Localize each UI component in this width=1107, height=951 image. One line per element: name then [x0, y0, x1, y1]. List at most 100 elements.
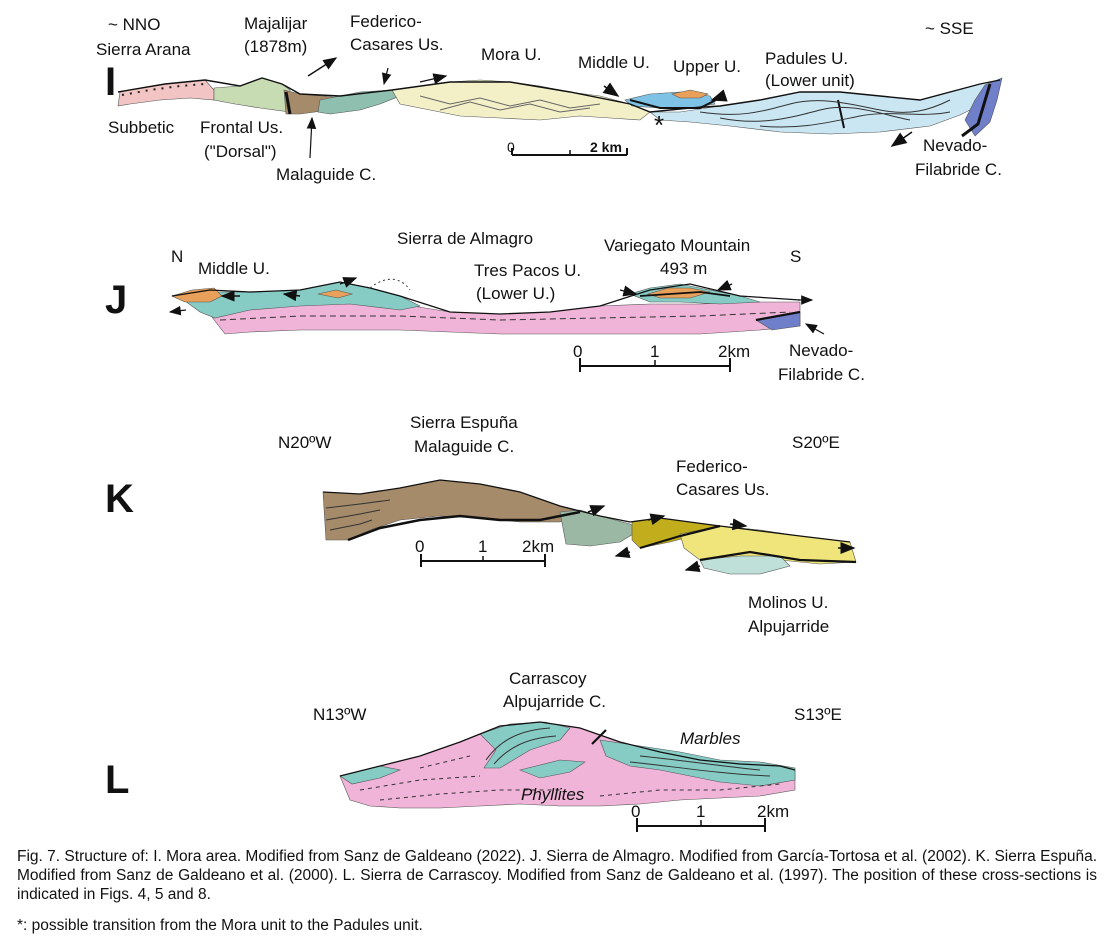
thrust-I-1 [284, 91, 292, 115]
dotted-eroded-J [369, 278, 411, 291]
label-L-marbles: Marbles [680, 729, 741, 748]
arrow-K-4 [614, 546, 631, 559]
label-L-alpujarride: Alpujarride C. [503, 692, 606, 711]
thrust-K-3 [699, 550, 857, 564]
unit-marble-L4 [519, 759, 586, 779]
label-K-sierra: Sierra Espuña [410, 413, 518, 432]
label-J-tres-pacos: Tres Pacos U. [474, 261, 581, 280]
topography-L [339, 721, 796, 777]
label-I-frontal: Frontal Us. [200, 118, 283, 137]
thrust-I-4 [629, 99, 717, 109]
arrow-I-middle [602, 82, 620, 97]
scale-bar-K: 0 1 2km [415, 537, 554, 567]
label-I-dorsal: ("Dorsal") [204, 142, 277, 161]
label-I-asterisk: * [654, 110, 664, 140]
label-J-s: S [790, 247, 801, 266]
arrow-K-1 [587, 505, 606, 517]
thrust-I-3 [837, 99, 845, 129]
arrow-J-3 [339, 277, 358, 288]
fold-lines-L [485, 727, 771, 777]
arrow-I-malaguide [306, 116, 317, 159]
label-L-se: S13ºE [794, 705, 842, 724]
label-I-middle: Middle U. [578, 53, 650, 72]
arrow-I-upper [710, 89, 728, 102]
label-I-nevado: Nevado- [923, 136, 987, 155]
label-J-lower: (Lower U.) [476, 284, 555, 303]
section-K: K N20ºW Sierra Espuña Malaguide C. S20ºE… [105, 413, 857, 636]
section-letter-J: J [105, 278, 127, 322]
scale-L-start: 0 [631, 802, 640, 821]
label-K-casares: Casares Us. [676, 480, 770, 499]
label-J-n: N [171, 247, 183, 266]
foliation-L [359, 755, 781, 801]
arrow-I-mora [419, 73, 448, 85]
arrow-K-3 [729, 518, 748, 531]
thrust-J-1 [755, 310, 801, 322]
label-K-se: S20ºE [792, 433, 840, 452]
scale-K-mid: 1 [478, 537, 487, 556]
scale-bar-I: 0 2 km [507, 139, 628, 156]
arrow-K-5 [684, 560, 701, 573]
label-K-malaguide: Malaguide C. [414, 437, 514, 456]
label-L-phyllites: Phyllites [521, 785, 585, 804]
fold-lines-padules [699, 99, 951, 128]
contact-dashed-J [219, 311, 791, 321]
thrust-J-2 [639, 291, 731, 297]
label-I-majalijar-alt: (1878m) [244, 37, 307, 56]
label-J-elevation: 493 m [660, 259, 707, 278]
section-I: I ~ [96, 12, 1003, 184]
section-letter-K: K [105, 477, 134, 521]
thrust-K-2 [639, 524, 721, 550]
scale-J-mid: 1 [650, 342, 659, 361]
label-I-majalijar: Majalijar [244, 14, 308, 33]
arrow-J-5 [716, 279, 733, 291]
scale-J-end: 2km [718, 342, 750, 361]
topography-I [117, 77, 1001, 113]
label-J-nevado: Nevado- [789, 341, 853, 360]
scale-L-mid: 1 [696, 802, 705, 821]
topography-J [171, 281, 801, 315]
label-J-filabride: Filabride C. [778, 365, 865, 384]
scale-J-start: 0 [573, 342, 582, 361]
label-I-lower-unit: (Lower unit) [765, 71, 855, 90]
bedding-K [325, 499, 391, 531]
scale-K-end: 2km [522, 537, 554, 556]
arrow-I-nevado [890, 131, 913, 147]
section-J: J N Middle U. Sierra de Almagro Tres Pac… [105, 229, 865, 384]
section-letter-L: L [105, 758, 129, 802]
label-I-mora: Mora U. [481, 45, 541, 64]
label-J-sierra: Sierra de Almagro [397, 229, 533, 248]
figure-caption: Fig. 7. Structure of: I. Mora area. Modi… [17, 848, 1097, 903]
label-I-sse: ~ SSE [925, 19, 974, 38]
figure-note: *: possible transition from the Mora uni… [17, 917, 423, 934]
label-K-alpujarride: Alpujarride [748, 617, 829, 636]
thrust-L-1 [591, 729, 607, 745]
arrow-I-casares [381, 67, 392, 86]
unit-malaguide-K [322, 479, 581, 541]
thrust-K-1 [347, 510, 581, 542]
label-I-nno: ~ NNO [108, 15, 160, 34]
label-I-sierra-arana: Sierra Arana [96, 40, 191, 59]
arrow-J-nevado [804, 323, 825, 335]
label-J-middle: Middle U. [198, 259, 270, 278]
scale-L-end: 2km [757, 802, 789, 821]
thrust-I-2 [961, 83, 992, 138]
unit-molinos-K [699, 555, 791, 575]
unit-middle-J3 [317, 289, 354, 299]
unit-upper-I [671, 89, 709, 99]
scale-bar-L: 0 1 2km [631, 802, 789, 832]
label-I-filabride: Filabride C. [915, 160, 1002, 179]
arrow-J-4 [619, 285, 638, 297]
scale-bar-J: 0 1 2km [573, 342, 750, 372]
label-I-federico: Federico- [350, 12, 422, 31]
arrow-I-federico [307, 57, 338, 77]
label-L-carrascoy: Carrascoy [509, 669, 587, 688]
unit-federico-I [317, 89, 401, 115]
arrow-J-6 [168, 305, 187, 316]
label-I-upper: Upper U. [673, 57, 741, 76]
figure-canvas: I ~ [96, 12, 1003, 832]
unit-yellow-K [679, 525, 857, 565]
label-J-variegato: Variegato Mountain [604, 236, 750, 255]
label-I-malaguide: Malaguide C. [276, 165, 376, 184]
section-L: L N13ºW Carrascoy Alpujarride C. S13ºE M… [105, 669, 842, 832]
